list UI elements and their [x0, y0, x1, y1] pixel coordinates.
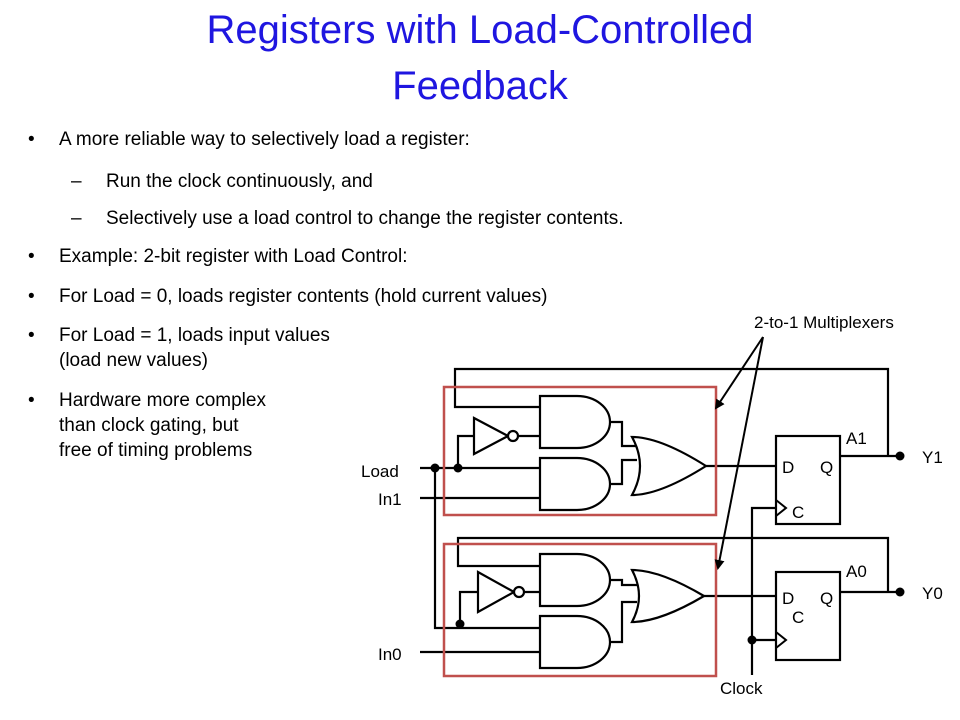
wire-load-to-inverter-0 [458, 590, 478, 628]
wire-clock-1 [750, 506, 776, 675]
title-line-2: Feedback [392, 64, 568, 108]
bullet-5: • Hardware more complex than clock gatin… [28, 388, 266, 463]
in1-label: In1 [378, 490, 402, 509]
flip-flop-a1 [774, 434, 842, 526]
ff-a0-d-label: D [782, 589, 794, 608]
junction-dot [453, 463, 463, 473]
y0-label: Y0 [922, 584, 943, 603]
load-label: Load [361, 462, 399, 481]
bullet-4-line-1: For Load = 1, loads input values [59, 325, 330, 346]
title-line-1: Registers with Load-Controlled [206, 8, 754, 52]
wire-and-to-or-1b [610, 458, 637, 486]
ff-a1-d-label: D [782, 458, 794, 477]
inverter-1 [472, 416, 511, 456]
bullet-dot: • [28, 129, 35, 150]
flip-flop-a0 [774, 570, 842, 662]
inverter-0 [476, 570, 517, 614]
ff-a0-q-label: Q [820, 589, 833, 608]
bullet-dot: • [28, 246, 35, 267]
or-gate-1 [630, 435, 709, 497]
junction-dot [430, 463, 440, 473]
bullet-dot: • [28, 390, 35, 411]
bullet-5-line-1: Hardware more complex [59, 390, 266, 411]
wire-and-to-or-0b [610, 600, 637, 644]
sub-bullet-1a-text: Run the clock continuously, and [106, 171, 373, 192]
and-gate-1a [538, 394, 612, 450]
ff-a0-c-label: C [792, 608, 804, 627]
y1-label: Y1 [922, 448, 943, 467]
clock-label: Clock [720, 679, 763, 698]
bullet-5-line-3: free of timing problems [59, 440, 253, 461]
inverter-0-bubble [512, 585, 526, 599]
ff-a1-q-label: Q [820, 458, 833, 477]
junction-dot [455, 619, 465, 629]
wire-and-to-or-1a [610, 420, 637, 448]
ff-a1-c-label: C [792, 503, 804, 522]
sub-bullet-1a: – Run the clock continuously, and [71, 170, 373, 194]
wire-load-to-inverter-1 [456, 434, 474, 468]
wire-and-to-or-0a [610, 578, 637, 587]
output-dot-y1 [895, 451, 905, 461]
and-gate-0a [538, 552, 612, 608]
bullet-dot: • [28, 286, 35, 307]
bullet-4-line-2: (load new values) [59, 350, 208, 371]
in0-label: In0 [378, 645, 402, 664]
sub-bullet-1b-text: Selectively use a load control to change… [106, 208, 624, 229]
wire-feedback-a0 [456, 536, 890, 592]
a1-label: A1 [846, 429, 867, 448]
slide-title: Registers with Load-Controlled Feedback [40, 2, 920, 114]
or-gate-0 [630, 568, 707, 624]
bullet-dot: • [28, 325, 35, 346]
bullet-4: • For Load = 1, loads input values (load… [28, 323, 330, 373]
arrow-to-mux-0 [714, 336, 764, 570]
wire-load [420, 466, 460, 630]
output-dot-y0 [895, 587, 905, 597]
sub-bullet-1b: – Selectively use a load control to chan… [71, 207, 624, 231]
mux-box-0 [442, 542, 718, 678]
and-gate-0b [538, 614, 612, 670]
clock-triangle-a0 [775, 631, 788, 649]
clock-triangle-a1 [775, 499, 788, 517]
bullet-2-text: Example: 2-bit register with Load Contro… [59, 246, 408, 267]
bullet-3: • For Load = 0, loads register contents … [28, 285, 548, 309]
bullet-3-text: For Load = 0, loads register contents (h… [59, 286, 548, 307]
a0-label: A0 [846, 562, 867, 581]
bullet-5-line-2: than clock gating, but [59, 415, 239, 436]
and-gate-1b [538, 456, 612, 512]
arrow-to-mux-1 [714, 336, 764, 410]
mux-box-1 [442, 385, 718, 517]
dash-glyph: – [71, 208, 82, 229]
junction-dot [747, 635, 757, 645]
bullet-1: • A more reliable way to selectively loa… [28, 128, 470, 152]
wire-feedback-a1 [453, 367, 890, 456]
dash-glyph: – [71, 171, 82, 192]
inverter-1-bubble [506, 429, 520, 443]
bullet-1-text: A more reliable way to selectively load … [59, 129, 470, 150]
bullet-2: • Example: 2-bit register with Load Cont… [28, 245, 408, 269]
mux-label: 2-to-1 Multiplexers [754, 313, 894, 332]
